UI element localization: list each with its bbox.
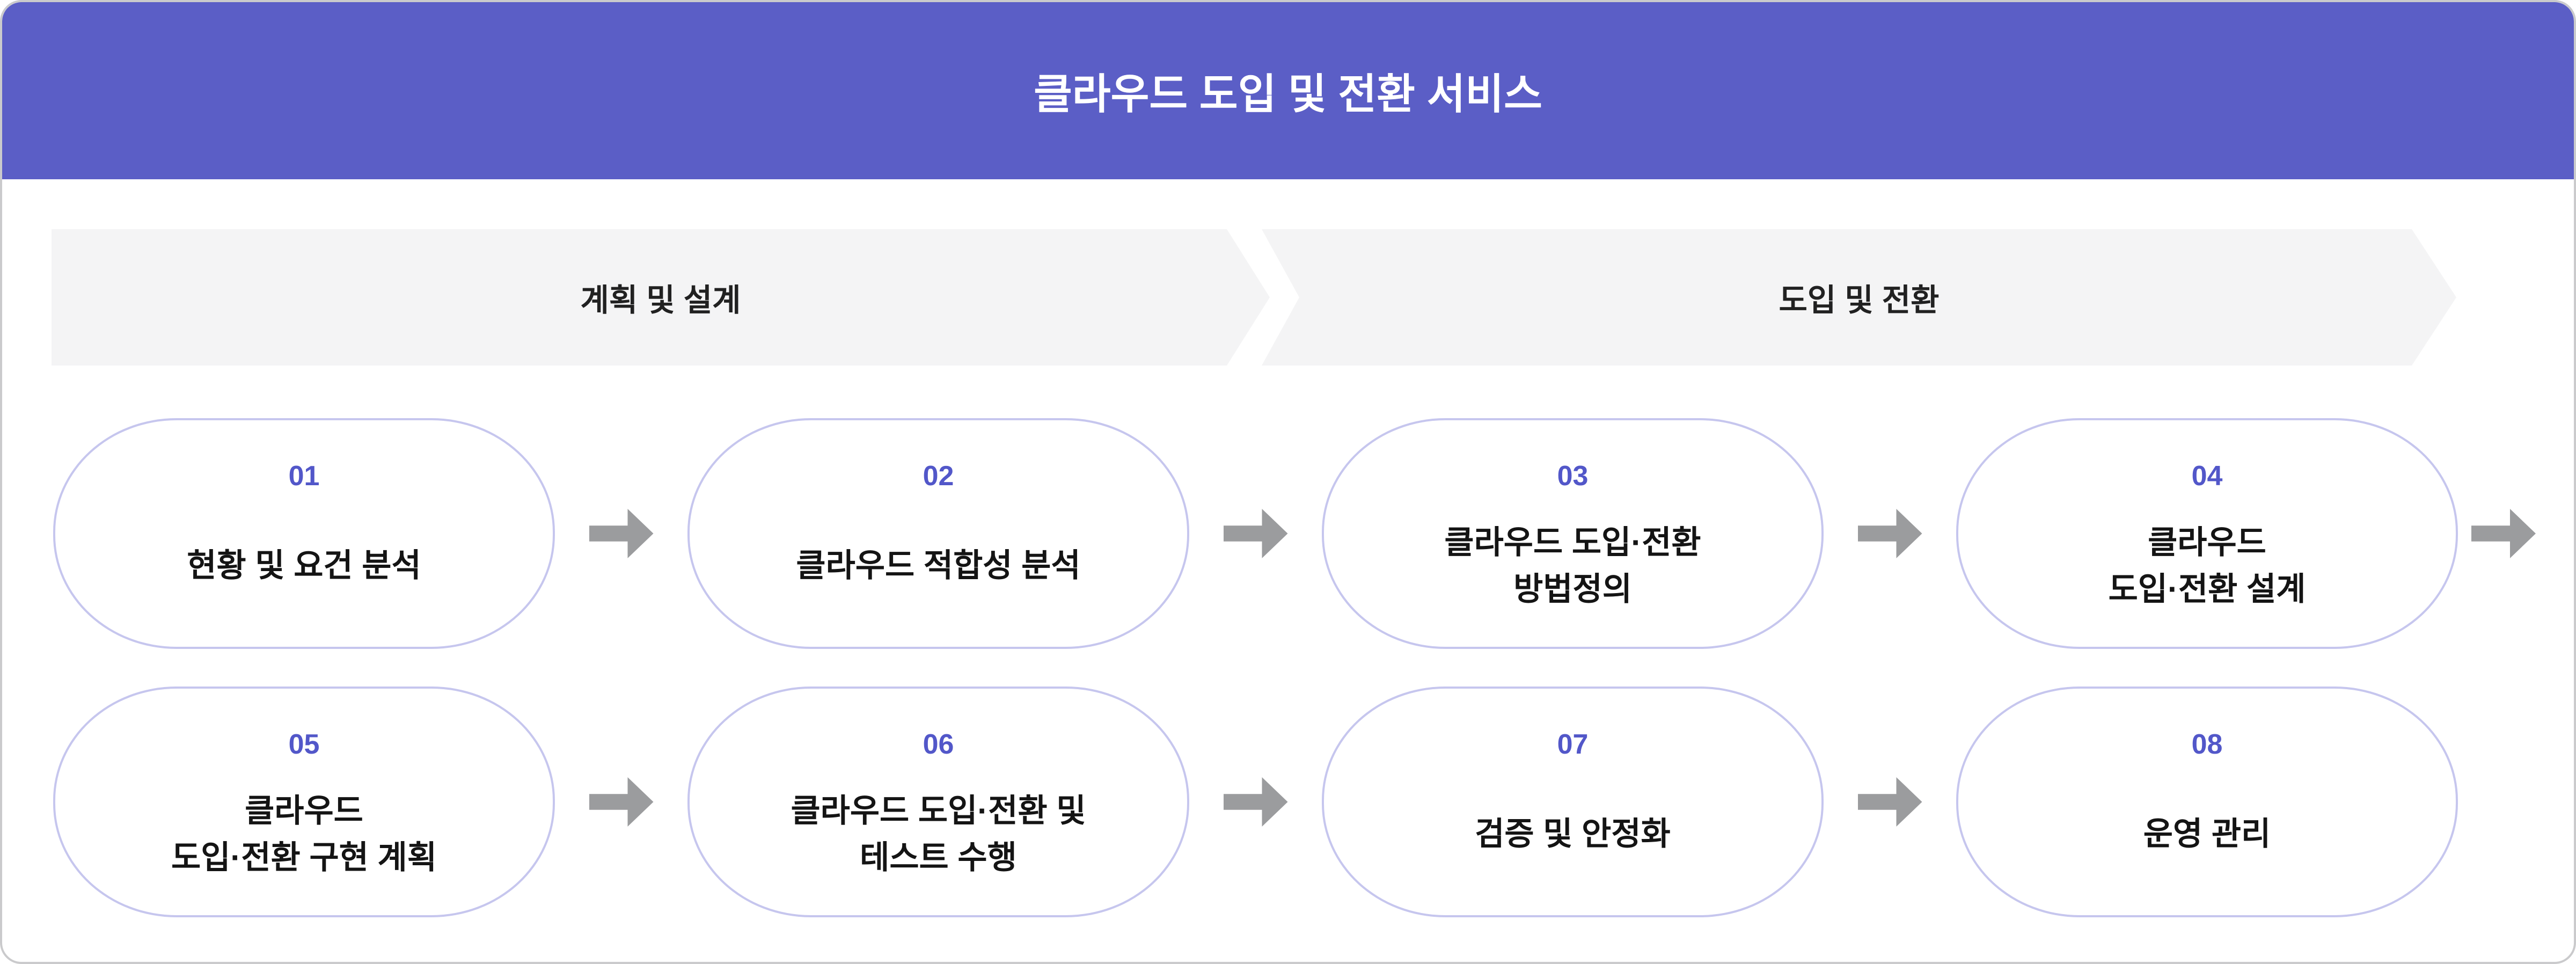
step-card-03: 03 클라우드 도입·전환 방법정의 <box>1322 418 1824 649</box>
phase-band-adoption-transition: 도입 및 전환 <box>1262 229 2456 366</box>
step-label: 운영 관리 <box>2143 816 2271 852</box>
right-arrow-icon <box>2471 509 2536 558</box>
step-card-06: 06 클라우드 도입·전환 및 테스트 수행 <box>687 687 1189 917</box>
step-row-2: 05 클라우드 도입·전환 구현 계획 06 클라우드 도입·전환 및 테스트 … <box>53 687 2458 917</box>
step-label: 클라우드 도입·전환 방법정의 <box>1444 524 1701 607</box>
step-number: 06 <box>923 729 954 760</box>
step-card-05: 05 클라우드 도입·전환 구현 계획 <box>53 687 555 917</box>
step-label: 검증 및 안정화 <box>1475 816 1671 852</box>
flow-gap <box>1824 509 1956 558</box>
right-arrow-icon <box>589 777 654 827</box>
flow-gap <box>1189 777 1322 827</box>
step-number: 03 <box>1557 461 1589 492</box>
step-number: 01 <box>288 461 320 492</box>
right-arrow-icon <box>1223 509 1288 558</box>
flow-gap <box>1189 509 1322 558</box>
step-label: 클라우드 도입·전환 구현 계획 <box>171 792 437 875</box>
step-number: 05 <box>288 729 320 760</box>
right-arrow-icon <box>1857 777 1922 827</box>
flow-gap <box>555 509 687 558</box>
step-card-07: 07 검증 및 안정화 <box>1322 687 1824 917</box>
step-label: 클라우드 적합성 분석 <box>796 547 1081 584</box>
step-number: 04 <box>2191 461 2223 492</box>
right-arrow-icon <box>1857 509 1922 558</box>
page-title: 클라우드 도입 및 전환 서비스 <box>1034 70 1542 118</box>
step-label: 클라우드 도입·전환 설계 <box>2108 524 2306 607</box>
step-number: 02 <box>923 461 954 492</box>
step-number: 08 <box>2191 729 2223 760</box>
flow-gap <box>1824 777 1956 827</box>
header-bar: 클라우드 도입 및 전환 서비스 <box>2 2 2574 179</box>
right-arrow-icon <box>1223 777 1288 827</box>
phase-label: 도입 및 전환 <box>1779 283 1940 318</box>
step-number: 07 <box>1557 729 1589 760</box>
step-row-1: 01 현황 및 요건 분석 02 클라우드 적합성 분석 03 클라우드 도입·… <box>53 418 2549 649</box>
step-card-01: 01 현황 및 요건 분석 <box>53 418 555 649</box>
flow-gap <box>555 777 687 827</box>
phase-band-planning-design: 계획 및 설계 <box>52 229 1270 366</box>
phase-label: 계획 및 설계 <box>580 283 741 318</box>
step-label: 클라우드 도입·전환 및 테스트 수행 <box>791 792 1086 875</box>
step-card-08: 08 운영 관리 <box>1956 687 2458 917</box>
step-card-04: 04 클라우드 도입·전환 설계 <box>1956 418 2458 649</box>
step-label: 현황 및 요건 분석 <box>187 547 421 584</box>
right-arrow-icon <box>589 509 654 558</box>
flow-gap-row-wrap <box>2458 509 2549 558</box>
step-card-02: 02 클라우드 적합성 분석 <box>687 418 1189 649</box>
